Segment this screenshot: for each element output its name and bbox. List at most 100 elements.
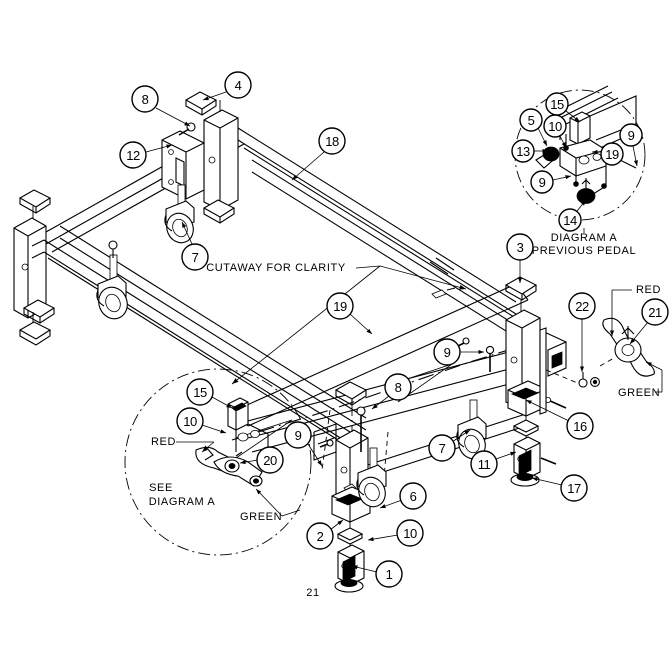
- callout-balloon[interactable]: [560, 474, 588, 502]
- diagram-a-contents: [535, 85, 637, 204]
- tube-end-cap-top: [184, 91, 218, 116]
- callout-leader-7: [181, 221, 193, 245]
- callout-leader-1: [351, 565, 378, 573]
- callout-7[interactable]: 7: [428, 429, 471, 462]
- callout-9[interactable]: 9: [284, 421, 323, 467]
- callout-balloon[interactable]: [470, 450, 498, 478]
- callout-leader-8: [371, 395, 390, 410]
- callout-balloon[interactable]: [306, 522, 334, 550]
- callout-6[interactable]: 6: [379, 482, 427, 510]
- callout-number: 14: [563, 213, 577, 228]
- callout-13[interactable]: 13: [511, 139, 548, 163]
- callout-balloon[interactable]: [284, 421, 312, 449]
- callout-number: 18: [325, 134, 339, 149]
- callout-balloon[interactable]: [318, 127, 346, 155]
- callout-balloon[interactable]: [384, 373, 412, 401]
- annotation-see-line2: DIAGRAM A: [149, 496, 216, 508]
- callout-leader-6: [379, 499, 403, 509]
- callout-9[interactable]: 9: [530, 170, 572, 194]
- callout-balloon[interactable]: [224, 71, 252, 99]
- callout-balloon[interactable]: [396, 519, 424, 547]
- annotation-see-line1: SEE: [149, 482, 173, 494]
- callout-leader-9: [632, 145, 638, 167]
- callout-8[interactable]: 8: [131, 85, 191, 127]
- callout-18[interactable]: 18: [291, 127, 346, 181]
- right-post-exploded-stack: [507, 380, 567, 487]
- callout-20[interactable]: 20: [239, 446, 284, 474]
- callout-16[interactable]: 16: [525, 399, 594, 440]
- tube-end-cap-center: [334, 381, 368, 406]
- callout-leader-9: [552, 175, 572, 181]
- callout-balloon[interactable]: [641, 298, 669, 326]
- callout-14[interactable]: 14: [558, 199, 587, 232]
- callout-17[interactable]: 17: [531, 474, 588, 502]
- callout-4[interactable]: 4: [202, 71, 252, 101]
- callout-balloon[interactable]: [619, 123, 643, 147]
- callout-balloon[interactable]: [530, 170, 554, 194]
- callout-balloon[interactable]: [326, 292, 354, 320]
- callout-balloon[interactable]: [131, 85, 159, 113]
- callout-number: 4: [235, 78, 242, 93]
- callout-1[interactable]: 1: [351, 560, 403, 588]
- callout-balloon[interactable]: [119, 141, 147, 169]
- callout-number: 7: [192, 250, 199, 265]
- callout-9[interactable]: 9: [619, 123, 643, 167]
- callout-7[interactable]: 7: [181, 221, 209, 271]
- callout-3[interactable]: 3: [506, 233, 534, 283]
- callout-5[interactable]: 5: [519, 108, 548, 147]
- callout-19[interactable]: 19: [326, 292, 373, 335]
- callout-11[interactable]: 11: [470, 450, 517, 478]
- callout-number: 11: [478, 457, 491, 472]
- callout-balloon[interactable]: [543, 114, 567, 138]
- callout-15[interactable]: 15: [186, 378, 233, 409]
- callout-balloon[interactable]: [176, 407, 204, 435]
- callout-balloon[interactable]: [568, 292, 596, 320]
- callout-8[interactable]: 8: [371, 373, 412, 410]
- rail-cutaway-break: [429, 257, 455, 275]
- hex-bolt-9-center: [319, 439, 334, 448]
- bracket-plate-right: [547, 341, 567, 377]
- callout-balloon[interactable]: [566, 412, 594, 440]
- callout-balloon[interactable]: [428, 434, 456, 462]
- callout-22[interactable]: 22: [568, 292, 596, 372]
- tube-end-cap-top-bottom: [202, 199, 236, 224]
- callout-balloon[interactable]: [375, 560, 403, 588]
- callout-balloon[interactable]: [256, 446, 284, 474]
- annotation-diagram-a-sub: PREVIOUS PEDAL: [532, 245, 636, 257]
- callout-balloon[interactable]: [181, 243, 209, 271]
- callout-balloon[interactable]: [558, 208, 582, 232]
- callout-balloon[interactable]: [519, 108, 543, 132]
- callout-balloon[interactable]: [511, 139, 535, 163]
- callout-number: 2: [317, 529, 324, 544]
- tube-end-cap-left-top: [18, 189, 52, 214]
- callout-19[interactable]: 19: [592, 142, 624, 166]
- callout-balloon[interactable]: [506, 233, 534, 261]
- washer-2: [336, 527, 364, 545]
- callout-leader-18: [291, 151, 325, 181]
- callout-balloon[interactable]: [186, 378, 214, 406]
- callout-10[interactable]: 10: [176, 407, 227, 435]
- callout-leader-20: [239, 459, 259, 465]
- callout-2[interactable]: 2: [306, 519, 344, 550]
- callout-balloon[interactable]: [600, 142, 624, 166]
- callout-9[interactable]: 9: [433, 338, 484, 366]
- callout-leader-21: [629, 321, 649, 345]
- main-frame-assembly: [13, 91, 655, 593]
- annotation-item-21-plain: 21: [306, 587, 319, 599]
- callout-balloon[interactable]: [399, 482, 427, 510]
- corner-post-top: [161, 91, 239, 224]
- callout-10[interactable]: 10: [367, 519, 424, 547]
- hex-bolt-9-mid: [455, 337, 495, 372]
- callout-balloon[interactable]: [433, 338, 461, 366]
- callout-number: 15: [193, 385, 207, 400]
- callout-leader-10: [201, 424, 227, 434]
- callout-10[interactable]: 10: [543, 114, 567, 149]
- callout-number: 17: [567, 481, 581, 496]
- tube-end-cap-left-bottom: [22, 299, 56, 324]
- callout-21[interactable]: 21: [629, 298, 669, 345]
- callout-12[interactable]: 12: [119, 141, 173, 169]
- callout-leader-15: [211, 396, 233, 409]
